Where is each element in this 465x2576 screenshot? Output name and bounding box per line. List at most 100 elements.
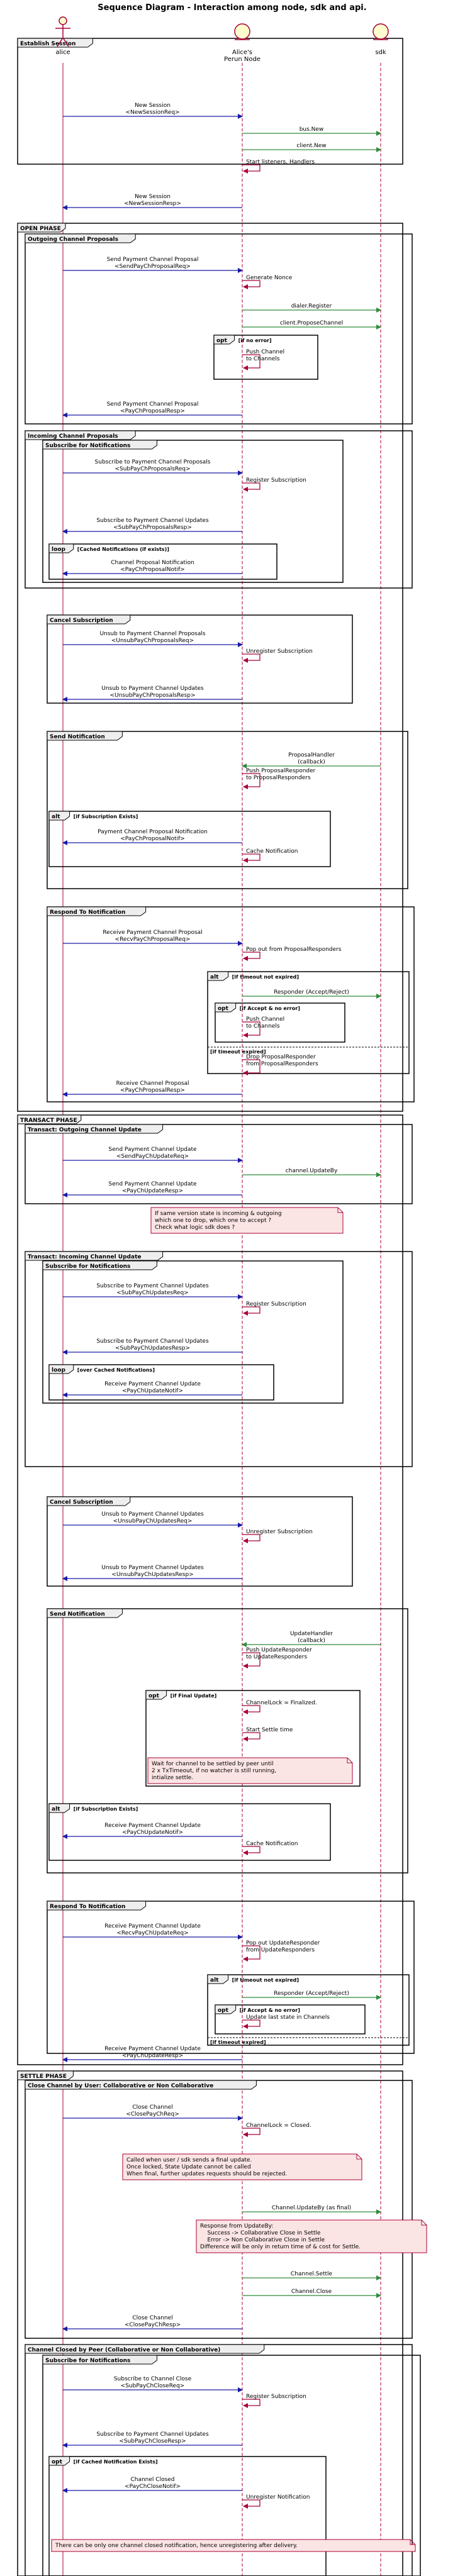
self-call-label: Unregister Subscription (246, 1529, 313, 1535)
message-label: Close Channel (132, 2104, 172, 2111)
frame-tab (215, 2004, 237, 2014)
message-label: Receive Channel Proposal (116, 1080, 189, 1087)
message-label: Channel Closed (130, 2477, 174, 2483)
frame-label: opt (148, 1693, 160, 1699)
message-label: Channel.Close (291, 2289, 332, 2295)
alt-guard: [if timeout expired] (210, 2040, 266, 2045)
message-label: Subscribe to Payment Channel Proposals (95, 459, 211, 465)
message-label: <SubPayChUpdatesReq> (116, 1290, 188, 1296)
frame-guard: [over Cached Notifications] (77, 1367, 155, 1373)
frame-box (25, 430, 413, 589)
frame-guard: [if Cached Notification Exists] (74, 2459, 158, 2465)
note-text: If same version state is incoming & outg… (155, 1211, 282, 1217)
frame-label: alt (210, 974, 219, 980)
frame-tab (25, 1124, 164, 1134)
note-text: Wait for channel to be settled by peer u… (152, 1761, 274, 1767)
message-label: <ClosePayChResp> (125, 2322, 181, 2328)
frame-tab (42, 2355, 157, 2365)
message-label: UpdateHandler (290, 1631, 333, 1637)
note-text: Called when user / sdk sends a final upd… (126, 2157, 252, 2163)
frame-box (47, 731, 408, 889)
message-label: Unsub to Payment Channel Proposals (99, 631, 205, 637)
message-label: <SubPayChUpdatesResp> (115, 1345, 190, 1352)
frame-box (25, 2080, 413, 2339)
message-label: <PayChProposalResp> (120, 408, 185, 414)
frame-label: OPEN PHASE (20, 226, 61, 232)
frame-box (25, 1124, 413, 1204)
message-label: Send Payment Channel Proposal (107, 401, 199, 408)
self-call-arrow (242, 1945, 261, 1962)
frame-label: opt (216, 338, 228, 344)
self-call-arrow (242, 1732, 261, 1741)
self-call-arrow (242, 952, 261, 961)
frame-tab (17, 223, 66, 233)
message-label: <NewSessionResp> (124, 201, 181, 207)
note-text: When final, further updates requests sho… (126, 2171, 287, 2177)
frame-label: alt (52, 1806, 60, 1813)
self-call-arrow (242, 1705, 261, 1714)
frame-tab (48, 543, 74, 553)
frame-tab (207, 971, 229, 981)
message-label: <NewSessionReq> (125, 109, 179, 116)
message-label: <RecvPayChProposalReq> (115, 936, 191, 943)
self-call-label: Cache Notification (246, 1841, 298, 1847)
message-label: <PayChProposalNotif> (120, 567, 185, 573)
self-call-arrow (242, 164, 261, 174)
self-call-arrow (242, 653, 261, 663)
frame-tab (47, 731, 123, 741)
frame-label: Subscribe for Notifications (45, 443, 130, 449)
message-label: Receive Payment Channel Update (104, 1823, 201, 1829)
frame-box (17, 223, 403, 1112)
message-label: Send Payment Channel Update (108, 1146, 197, 1153)
message-label: (callback) (298, 759, 325, 765)
frame-label: Transact: Outgoing Channel Update (28, 1127, 142, 1133)
frame-label: opt (52, 2459, 63, 2465)
message-label: <ClosePayChReq> (126, 2111, 179, 2118)
frame-box (17, 2070, 403, 2576)
frame-label: Transact: Incoming Channel Update (28, 1254, 141, 1260)
self-call-arrow (242, 280, 261, 289)
note-text: Response from UpdateBy: (200, 2223, 273, 2229)
frame-box (48, 2456, 327, 2576)
self-call-arrow (242, 1059, 261, 1075)
message-label: Subscribe to Payment Channel Updates (96, 1338, 209, 1345)
frame-box (48, 543, 277, 580)
message-label: <PayChUpdateNotif> (122, 1829, 183, 1836)
self-call-label: Register Subscription (246, 2394, 306, 2400)
frame-tab (47, 1901, 147, 1911)
frame-tab (207, 1974, 229, 1984)
frame-tab (25, 430, 136, 440)
message-label: Unsub to Payment Channel Updates (101, 1565, 204, 1571)
self-call-arrow (242, 2128, 261, 2137)
self-call-arrow (242, 773, 261, 789)
frame-tab (17, 38, 93, 48)
frame-box (25, 1251, 413, 1467)
message-label: <SendPayChProposalReq> (115, 264, 191, 270)
frame-tab (47, 1608, 123, 1618)
message-label: New Session (135, 103, 171, 109)
self-call-label: ChannelLock = Closed. (246, 2123, 311, 2129)
message-label: New Session (135, 194, 171, 200)
frame-box (48, 1364, 274, 1401)
frame-tab (47, 1496, 131, 1506)
frame-box (213, 335, 318, 380)
frame-label: Incoming Channel Proposals (28, 433, 118, 440)
actor-alice-body (55, 25, 70, 47)
diagram-title: Sequence Diagram - Interaction among nod… (98, 3, 366, 13)
frame-box (42, 1260, 344, 1404)
note-text: There can be only one channel closed not… (55, 2543, 298, 2549)
self-call-label: Register Subscription (246, 1301, 306, 1307)
frame-label: alt (52, 814, 60, 820)
message-label: <PayChUpdateResp> (122, 1188, 183, 1194)
self-call-label: Drop ProposalResponder (246, 1054, 316, 1060)
frame-box (207, 1974, 410, 2046)
message-label: <PayChUpdateNotif> (122, 1388, 183, 1394)
frame-label: Send Notification (50, 1611, 105, 1618)
message-label: Receive Payment Channel Update (104, 1923, 201, 1929)
message-label: client.ProposeChannel (280, 320, 343, 326)
frame-guard: [if Accept & no error] (240, 1006, 300, 1011)
message-label: Send Payment Channel Proposal (107, 257, 199, 263)
frame-box (17, 1114, 403, 2065)
self-call-arrow (242, 853, 261, 863)
self-call-label: from ProposalResponders (246, 1061, 318, 1067)
